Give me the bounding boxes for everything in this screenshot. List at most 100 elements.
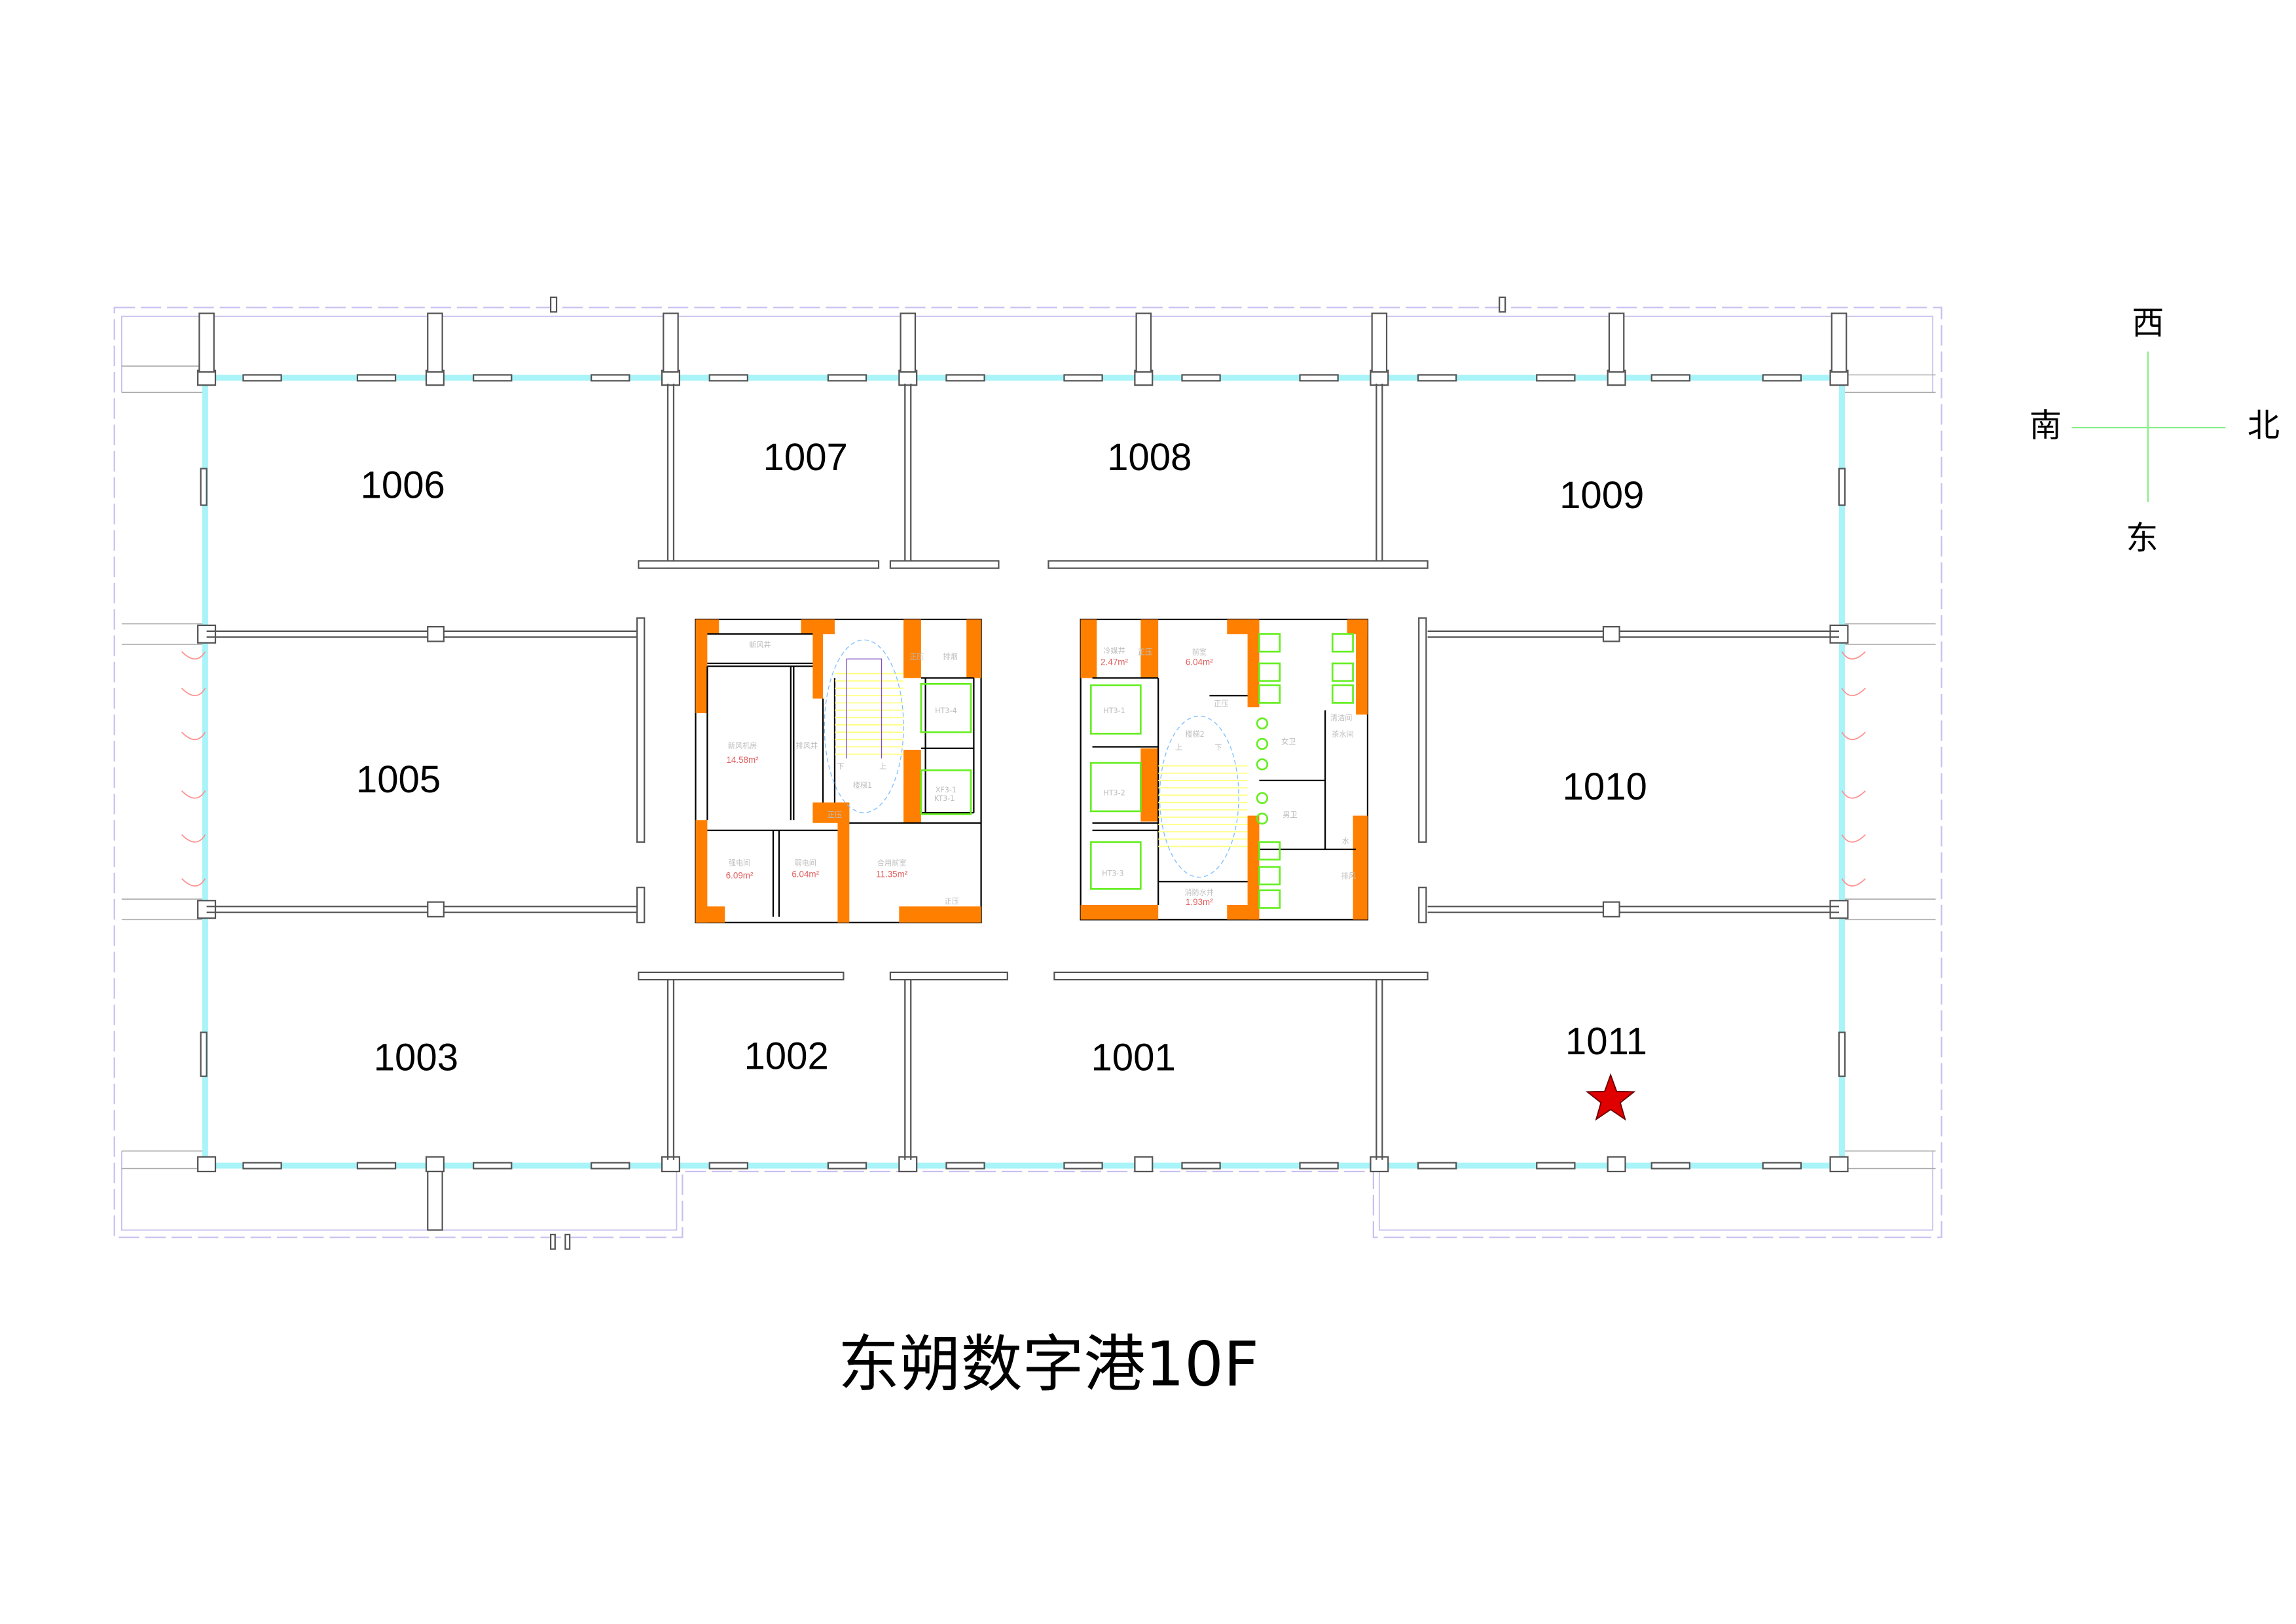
column-fin — [1831, 312, 1848, 373]
label-womens-wc: 女卫 — [1281, 737, 1296, 746]
window-panel — [1181, 1162, 1221, 1170]
compass-north: 北 — [2248, 406, 2280, 444]
column — [1370, 1156, 1389, 1173]
column — [197, 900, 217, 919]
wall-mullions — [197, 312, 1849, 1231]
column — [1829, 900, 1849, 919]
room-1008[interactable]: 1008 — [1107, 436, 1192, 479]
star-icon — [1585, 1073, 1636, 1121]
label-elevator-kt3-1: KT3-1 — [934, 794, 955, 803]
column — [661, 1156, 681, 1173]
compass-east: 东 — [2126, 519, 2158, 557]
label-pressure: 正压 — [945, 897, 959, 906]
column-fin — [1371, 312, 1388, 373]
window-panel — [827, 1162, 867, 1170]
room-1009[interactable]: 1009 — [1559, 474, 1644, 517]
window-panel — [591, 1162, 630, 1170]
label-pressure: 正压 — [909, 652, 924, 661]
label-pressure: 正压 — [1214, 699, 1228, 708]
column-fin — [427, 1170, 443, 1231]
label-pressure: 正压 — [1138, 648, 1152, 657]
window-panel — [827, 374, 867, 382]
label-water: 水 — [1342, 837, 1349, 845]
column-fin — [427, 312, 443, 373]
room-1011[interactable]: 1011 — [1565, 1020, 1647, 1063]
window-panel — [1417, 374, 1457, 382]
room-1001[interactable]: 1001 — [1091, 1037, 1175, 1079]
label-tea-room: 茶水间 — [1332, 730, 1354, 739]
label-stair-2: 楼梯2 — [1185, 729, 1204, 739]
right-core: 冷媒井 2.47m² 正压 前室 6.04m² 正压 HT3-1 HT3-2 H… — [1080, 618, 1369, 921]
window-panel — [1536, 1162, 1576, 1170]
room-1005[interactable]: 1005 — [356, 758, 441, 801]
label-up: 上 — [879, 762, 886, 771]
window-panel — [1838, 468, 1846, 506]
window-panel — [473, 374, 513, 382]
label-mens-wc: 男卫 — [1283, 811, 1297, 819]
window-panel — [1650, 374, 1691, 382]
side-doors — [181, 651, 1866, 887]
label-refrigerant-shaft: 冷媒井 — [1103, 646, 1125, 655]
area-strong-elec: 6.09m² — [726, 871, 754, 881]
room-1010[interactable]: 1010 — [1563, 766, 1647, 808]
label-exhaust-shaft: 排风井 — [796, 741, 818, 750]
room-1007[interactable]: 1007 — [763, 436, 848, 479]
label-smoke-exhaust: 排烟 — [943, 652, 957, 661]
window-panel — [708, 1162, 749, 1170]
column — [197, 1156, 217, 1173]
label-lobby: 前室 — [1192, 648, 1207, 657]
compass: 西 南 北 东 — [2030, 304, 2280, 557]
label-fresh-air-room: 新风机房 — [728, 741, 757, 750]
window-panel — [473, 1162, 513, 1170]
label-elevator-xf3-1: XF3-1 — [936, 786, 957, 794]
area-fire-water-shaft: 1.93m² — [1186, 897, 1213, 907]
column-fin — [663, 312, 679, 373]
window-panel — [356, 374, 397, 382]
area-weak-elec: 6.04m² — [792, 870, 819, 879]
column — [1829, 1156, 1849, 1173]
compass-south: 南 — [2030, 406, 2062, 444]
label-elevator-ht3-1: HT3-1 — [1103, 707, 1125, 715]
column — [1607, 1156, 1626, 1173]
room-1003[interactable]: 1003 — [374, 1037, 458, 1079]
window-panel — [1417, 1162, 1457, 1170]
window-panel — [591, 374, 630, 382]
label-stair-1: 楼梯1 — [853, 781, 872, 790]
label-fresh-air-shaft: 新风井 — [749, 640, 771, 649]
area-refrigerant-shaft: 2.47m² — [1101, 657, 1128, 667]
label-down: 下 — [1214, 743, 1222, 752]
area-shared-lobby: 11.35m² — [876, 870, 908, 879]
area-lobby: 6.04m² — [1186, 657, 1213, 667]
window-panel — [1063, 1162, 1103, 1170]
page-title: 东朔数字港10F — [838, 1329, 1259, 1400]
column-fin — [198, 312, 215, 373]
label-down: 下 — [837, 762, 844, 771]
label-pressure: 正压 — [828, 811, 842, 819]
room-1006[interactable]: 1006 — [361, 464, 445, 506]
window-panel — [945, 374, 985, 382]
window-panel — [1762, 374, 1802, 382]
window-panel — [1536, 374, 1576, 382]
window-panel — [242, 374, 282, 382]
column — [425, 1156, 445, 1173]
room-1002[interactable]: 1002 — [744, 1035, 828, 1077]
label-elevator-ht3-4: HT3-4 — [935, 707, 957, 715]
window-panel — [708, 374, 749, 382]
label-janitor: 清洁间 — [1330, 714, 1353, 722]
window-panel — [1838, 1031, 1846, 1077]
partitions — [206, 383, 1840, 1160]
left-core: 新风井 新风机房 14.58m² 排风井 正压 排烟 HT3-4 楼梯1 下 上… — [695, 618, 982, 923]
window-panel — [200, 1031, 208, 1077]
window-panel — [242, 1162, 282, 1170]
room-labels: 1006 1007 1008 1009 1005 1010 1003 1002 … — [356, 436, 1647, 1079]
window-panel — [1299, 1162, 1339, 1170]
column — [197, 624, 217, 644]
window-panel — [200, 468, 208, 506]
window-panel — [945, 1162, 985, 1170]
compass-west: 西 — [2132, 304, 2164, 342]
label-strong-elec: 强电间 — [729, 859, 751, 868]
window-panel — [1063, 374, 1103, 382]
label-elevator-ht3-2: HT3-2 — [1103, 788, 1125, 797]
column-fin — [1135, 312, 1152, 373]
